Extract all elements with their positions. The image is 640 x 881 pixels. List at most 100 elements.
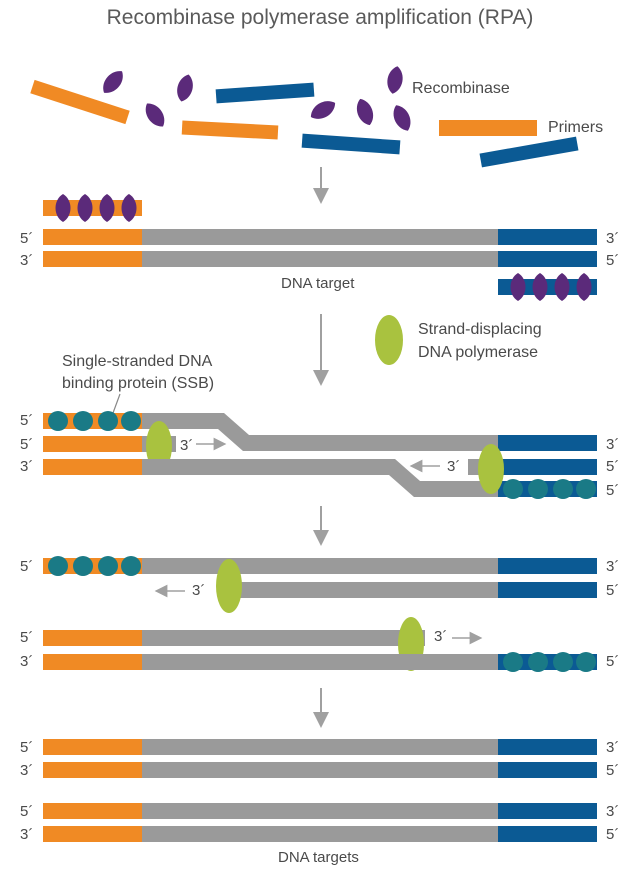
recombinase-protein xyxy=(510,273,526,301)
end-label-3: 3´ xyxy=(20,762,33,779)
recombinase-protein xyxy=(554,273,570,301)
end-label-3: 3´ xyxy=(606,436,619,453)
end-label-3: 3´ xyxy=(606,558,619,575)
end-label-5: 5´ xyxy=(606,826,619,843)
end-label-5: 5´ xyxy=(20,558,33,575)
primer-forward xyxy=(181,120,279,140)
end-label-3: 3´ xyxy=(180,437,193,454)
recombinase-protein xyxy=(121,194,137,222)
ssb-protein xyxy=(503,652,523,672)
template-strand xyxy=(142,826,498,842)
template-strand xyxy=(142,630,425,646)
label-ssb-line2: binding protein (SSB) xyxy=(62,375,214,392)
primer-segment-orange xyxy=(43,739,142,755)
template-strand xyxy=(228,582,498,598)
template-strand xyxy=(142,229,498,245)
recombinase-protein xyxy=(356,98,374,126)
primer-segment-orange xyxy=(43,630,142,646)
end-label-5: 5´ xyxy=(20,230,33,247)
primer-forward xyxy=(439,120,537,136)
recombinase-protein xyxy=(393,105,411,131)
recombinase-protein xyxy=(103,71,123,93)
primer-segment-orange xyxy=(43,229,142,245)
end-label-3: 3´ xyxy=(20,653,33,670)
end-label-3: 3´ xyxy=(20,458,33,475)
extending-duplex-lower: 3´ xyxy=(43,617,597,672)
primer-reverse xyxy=(301,133,401,155)
end-label-3: 3´ xyxy=(20,826,33,843)
ssb-protein xyxy=(553,479,573,499)
end-label-5: 5´ xyxy=(606,482,619,499)
end-label-3: 3´ xyxy=(606,230,619,247)
template-strand xyxy=(142,739,498,755)
template-strand xyxy=(142,803,498,819)
end-label-3: 3´ xyxy=(606,739,619,756)
end-label-5: 5´ xyxy=(20,629,33,646)
primer-segment-orange xyxy=(43,436,142,452)
dna-target-duplex xyxy=(43,229,597,267)
primer-segment-blue xyxy=(498,558,597,574)
strand-displacement: 3´ 3´ xyxy=(43,411,597,499)
end-label-3: 3´ xyxy=(20,252,33,269)
label-ssb-line1: Single-stranded DNA xyxy=(62,353,213,370)
template-strand xyxy=(142,558,498,574)
primer-segment-blue xyxy=(498,826,597,842)
primer-segment-orange xyxy=(43,803,142,819)
primer-segment-blue xyxy=(498,459,597,475)
end-label-3: 3´ xyxy=(434,628,447,645)
end-label-3: 3´ xyxy=(447,458,460,475)
ssb-protein xyxy=(73,411,93,431)
recombinase-protein xyxy=(532,273,548,301)
ssb-protein xyxy=(73,556,93,576)
ssb-protein xyxy=(98,411,118,431)
recombinase-protein xyxy=(145,103,165,127)
ssb-protein xyxy=(528,479,548,499)
ssb-protein xyxy=(576,479,596,499)
recombinase-protein xyxy=(77,194,93,222)
polymerase-enzyme xyxy=(216,559,242,613)
recombinase-protein xyxy=(576,273,592,301)
end-label-5: 5´ xyxy=(20,803,33,820)
primer-segment-blue xyxy=(498,229,597,245)
label-polymerase-line1: Strand-displacing xyxy=(418,321,542,338)
displaced-strand xyxy=(142,459,498,497)
primer-segment-orange xyxy=(43,251,142,267)
polymerase-legend-icon xyxy=(375,315,403,365)
ssb-pointer xyxy=(112,393,121,414)
ssb-protein xyxy=(553,652,573,672)
end-label-5: 5´ xyxy=(606,653,619,670)
end-label-5: 5´ xyxy=(606,458,619,475)
primer-segment-blue xyxy=(498,803,597,819)
label-primers: Primers xyxy=(548,119,603,136)
polymerase-enzyme xyxy=(146,421,172,471)
end-label-3: 3´ xyxy=(192,582,205,599)
end-label-5: 5´ xyxy=(606,582,619,599)
ssb-protein xyxy=(48,556,68,576)
ssb-protein xyxy=(98,556,118,576)
ssb-protein xyxy=(576,652,596,672)
end-label-5: 5´ xyxy=(606,252,619,269)
primer-segment-blue xyxy=(498,435,597,451)
ssb-protein xyxy=(121,556,141,576)
primer-segment-blue xyxy=(498,582,597,598)
free-primers xyxy=(30,79,579,168)
primer-segment-orange xyxy=(43,762,142,778)
primer-segment-orange xyxy=(43,826,142,842)
end-label-5: 5´ xyxy=(20,412,33,429)
recombinase-primer-complex-forward xyxy=(43,194,142,222)
primer-segment-blue xyxy=(498,762,597,778)
label-polymerase-line2: DNA polymerase xyxy=(418,344,538,361)
recombinase-protein xyxy=(310,101,336,119)
label-dna-targets: DNA targets xyxy=(278,849,359,866)
template-strand xyxy=(142,251,498,267)
recombinase-primer-complex-reverse xyxy=(498,273,597,301)
label-dna-target: DNA target xyxy=(281,275,355,292)
diagram-title: Recombinase polymerase amplification (RP… xyxy=(106,6,534,29)
primer-segment-orange xyxy=(43,654,142,670)
primer-segment-orange xyxy=(43,459,142,475)
dna-target-copy-2 xyxy=(43,803,597,842)
end-label-3: 3´ xyxy=(606,803,619,820)
displaced-strand xyxy=(142,413,498,451)
primer-forward xyxy=(30,79,130,125)
